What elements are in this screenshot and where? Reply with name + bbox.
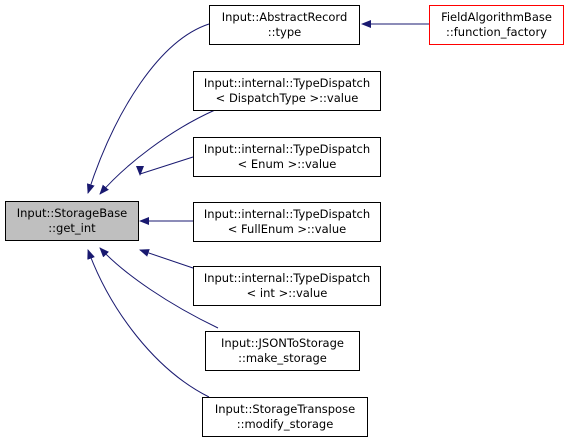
- edge-type-dispatch-dispatch-type: [99, 109, 216, 195]
- node-line2: < FullEnum >::value: [227, 222, 347, 236]
- root-node-line2: ::get_int: [48, 221, 96, 235]
- node-line2: ::type: [267, 25, 302, 39]
- node-line1: Input::internal::TypeDispatch: [203, 76, 371, 90]
- node-storage-transpose[interactable]: Input::StorageTranspose ::modify_storage: [202, 397, 368, 437]
- node-line1: Input::internal::TypeDispatch: [203, 271, 371, 285]
- node-field-algorithm-base[interactable]: FieldAlgorithmBase ::function_factory: [429, 5, 564, 45]
- node-json-to-storage[interactable]: Input::JSONToStorage ::make_storage: [205, 331, 360, 371]
- node-line2: ::make_storage: [238, 351, 327, 365]
- edge-storage-transpose: [87, 249, 210, 398]
- edge-type-dispatch-enum: [136, 156, 194, 176]
- edge-abstract-record-type: [86, 23, 210, 194]
- node-line2: ::modify_storage: [236, 417, 334, 431]
- root-node-line1: Input::StorageBase: [16, 206, 128, 220]
- node-line2: < DispatchType >::value: [215, 91, 359, 105]
- node-abstract-record-type[interactable]: Input::AbstractRecord ::type: [209, 5, 360, 45]
- node-line1: Input::AbstractRecord: [221, 10, 348, 24]
- node-line2: < Enum >::value: [237, 157, 337, 171]
- node-type-dispatch-dispatch-type[interactable]: Input::internal::TypeDispatch < Dispatch…: [193, 71, 381, 111]
- node-line1: FieldAlgorithmBase: [441, 10, 552, 24]
- node-type-dispatch-full-enum[interactable]: Input::internal::TypeDispatch < FullEnum…: [193, 202, 381, 242]
- edge-json-to-storage: [99, 247, 219, 329]
- node-type-dispatch-enum[interactable]: Input::internal::TypeDispatch < Enum >::…: [193, 137, 381, 177]
- edge-type-dispatch-int: [139, 249, 194, 269]
- node-line2: ::function_factory: [446, 25, 547, 39]
- node-line2: < int >::value: [246, 286, 328, 300]
- node-line1: Input::internal::TypeDispatch: [203, 142, 371, 156]
- node-line1: Input::internal::TypeDispatch: [203, 207, 371, 221]
- root-node-storage-base-get-int: Input::StorageBase ::get_int: [5, 201, 139, 241]
- node-line1: Input::JSONToStorage: [221, 336, 344, 350]
- node-line1: Input::StorageTranspose: [214, 402, 356, 416]
- node-type-dispatch-int[interactable]: Input::internal::TypeDispatch < int >::v…: [193, 266, 381, 306]
